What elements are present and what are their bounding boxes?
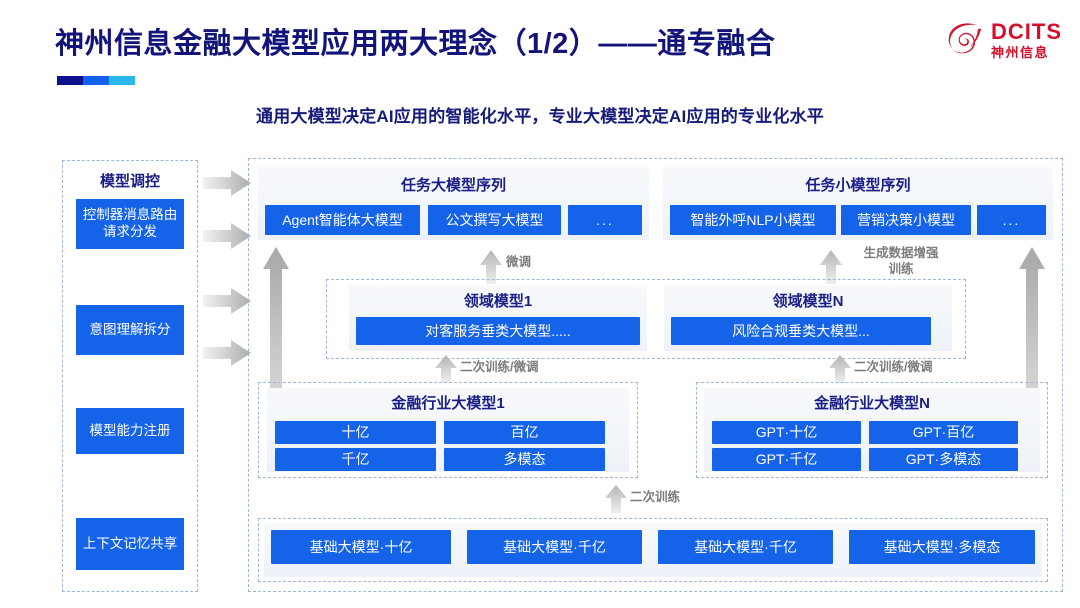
task-small-item-marketing[interactable]: 营销决策小模型 [841, 205, 971, 235]
domain-model-1-title: 领域模型1 [463, 293, 533, 310]
industry-model-1-item-4[interactable]: 多模态 [444, 448, 605, 471]
task-large-item-more[interactable]: ... [568, 205, 642, 235]
task-large-item-document[interactable]: 公文撰写大模型 [428, 205, 561, 235]
logo-swirl-icon [948, 23, 982, 54]
foundation-item-3[interactable]: 基础大模型·千亿 [658, 530, 833, 564]
title-rule-segment-1 [57, 76, 83, 85]
foundation-item-1[interactable]: 基础大模型·十亿 [271, 530, 451, 564]
logo-wordmark: DCITS 神州信息 [991, 19, 1062, 60]
foundation-model-container [258, 518, 1048, 582]
task-large-model-title: 任务大模型序列 [400, 177, 506, 194]
flow-arrow-up-fine-tune [480, 250, 502, 284]
flow-arrow-right-1 [203, 170, 251, 196]
title-rule-segment-2 [83, 76, 109, 85]
flow-arrow-up-right-tall [1019, 247, 1045, 472]
industry-model-1-container [258, 382, 638, 478]
industry-model-n-item-1[interactable]: GPT·十亿 [712, 421, 861, 444]
sidebar-item-intent-parsing[interactable]: 意图理解拆分 [76, 305, 184, 355]
flow-arrow-right-2 [203, 223, 251, 249]
industry-model-n-title: 金融行业大模型N [814, 395, 930, 412]
model-stack-container [248, 158, 1063, 592]
arrow-label-retrain-ft-2: 二次训练/微调 [854, 360, 933, 374]
logo-text-cn: 神州信息 [991, 45, 1050, 60]
industry-model-n-item-2[interactable]: GPT·百亿 [869, 421, 1018, 444]
domain-model-n-title: 领域模型N [772, 293, 844, 310]
arrow-label-retrain: 二次训练 [630, 490, 681, 504]
page-subtitle: 通用大模型决定AI应用的智能化水平，专业大模型决定AI应用的专业化水平 [256, 107, 824, 126]
flow-arrow-right-3 [203, 288, 251, 314]
domain-model-container [326, 279, 966, 359]
flow-arrow-right-4 [203, 340, 251, 366]
title-underline-decoration [57, 76, 135, 85]
dcits-logo: DCITS 神州信息 [947, 20, 1062, 60]
arrow-label-fine-tune: 微调 [506, 255, 532, 269]
task-small-model-title: 任务小模型序列 [805, 177, 911, 194]
foundation-item-4[interactable]: 基础大模型·多模态 [849, 530, 1035, 564]
industry-model-n-item-3[interactable]: GPT·千亿 [712, 448, 861, 471]
flow-arrow-up-data-augmentation [820, 250, 842, 284]
flow-arrow-up-retrain-ft-2 [829, 355, 851, 383]
model-control-title: 模型调控 [99, 173, 160, 190]
logo-text-en: DCITS [991, 19, 1062, 44]
flow-arrow-up-retrain [605, 485, 627, 513]
model-control-panel [62, 160, 198, 592]
task-large-item-agent[interactable]: Agent智能体大模型 [265, 205, 420, 235]
foundation-item-2[interactable]: 基础大模型·千亿 [467, 530, 642, 564]
domain-model-n-item[interactable]: 风险合规垂类大模型... [671, 317, 931, 345]
task-small-item-more[interactable]: ... [977, 205, 1046, 235]
domain-model-1-item[interactable]: 对客服务垂类大模型..... [356, 317, 640, 345]
sidebar-item-context-memory-sharing[interactable]: 上下文记忆共享 [76, 518, 184, 570]
title-rule-segment-3 [109, 76, 135, 85]
industry-model-n-container [696, 382, 1048, 478]
flow-arrow-up-left-tall [263, 247, 289, 472]
sidebar-item-capability-registry[interactable]: 模型能力注册 [76, 408, 184, 454]
page-title: 神州信息金融大模型应用两大理念（1/2）——通专融合 [55, 28, 776, 60]
flow-arrow-up-retrain-ft-1 [435, 355, 457, 383]
task-small-item-nlp-outbound[interactable]: 智能外呼NLP小模型 [670, 205, 836, 235]
arrow-label-data-aug-line2: 训练 [888, 262, 914, 276]
arrow-label-data-aug-line1: 生成数据增强 [863, 246, 939, 260]
sidebar-item-controller-routing[interactable]: 控制器消息路由请求分发 [76, 199, 184, 249]
arrow-label-retrain-ft-1: 二次训练/微调 [460, 360, 539, 374]
industry-model-1-title: 金融行业大模型1 [391, 395, 505, 412]
industry-model-1-item-1[interactable]: 十亿 [275, 421, 436, 444]
industry-model-1-item-2[interactable]: 百亿 [444, 421, 605, 444]
industry-model-n-item-4[interactable]: GPT·多模态 [869, 448, 1018, 471]
industry-model-1-item-3[interactable]: 千亿 [275, 448, 436, 471]
